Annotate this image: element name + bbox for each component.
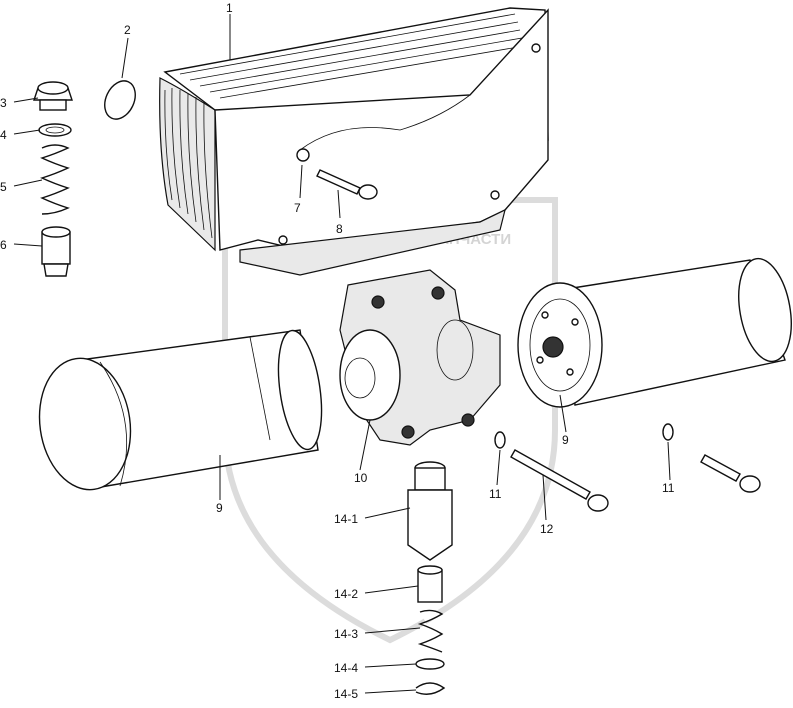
- long-bolt-right: [700, 454, 761, 493]
- callout-8: 8: [336, 222, 343, 236]
- callout-11-left: 11: [489, 487, 502, 501]
- plug: [33, 81, 73, 111]
- callout-4: 4: [0, 128, 7, 142]
- oil-filter-left: [38, 329, 323, 491]
- callout-10: 10: [354, 471, 368, 485]
- spring: [40, 144, 70, 215]
- leader-lines: [13, 14, 671, 694]
- valve-assembly: [407, 461, 453, 695]
- callout-3: 3: [0, 96, 7, 110]
- callout-14-1: 14-1: [334, 512, 358, 526]
- callout-6: 6: [0, 238, 7, 252]
- callout-9-right: 9: [562, 433, 569, 447]
- washer-right: [662, 423, 674, 441]
- callout-9-left: 9: [216, 501, 223, 515]
- long-bolt-left: [510, 449, 609, 512]
- filter-housing: [339, 269, 501, 446]
- callout-labels: 1 2 3 4 5 6 7 8 9 9 10 11 11 12 14-1 14-…: [0, 1, 675, 701]
- callout-14-4: 14-4: [334, 661, 358, 675]
- washer: [38, 123, 72, 137]
- valve: [41, 226, 71, 277]
- o-ring: [104, 80, 136, 120]
- callout-14-5: 14-5: [334, 687, 358, 701]
- bolt: [316, 169, 378, 200]
- callout-12: 12: [540, 522, 554, 536]
- callout-1: 1: [226, 1, 233, 15]
- washer-left: [494, 431, 506, 449]
- oil-cooler: [159, 7, 549, 276]
- callout-2: 2: [124, 23, 131, 37]
- callout-14-3: 14-3: [334, 627, 358, 641]
- oil-filter-right: [517, 257, 792, 408]
- callout-11-right: 11: [662, 481, 675, 495]
- callout-14-2: 14-2: [334, 587, 358, 601]
- callout-7: 7: [294, 201, 301, 215]
- callout-5: 5: [0, 180, 7, 194]
